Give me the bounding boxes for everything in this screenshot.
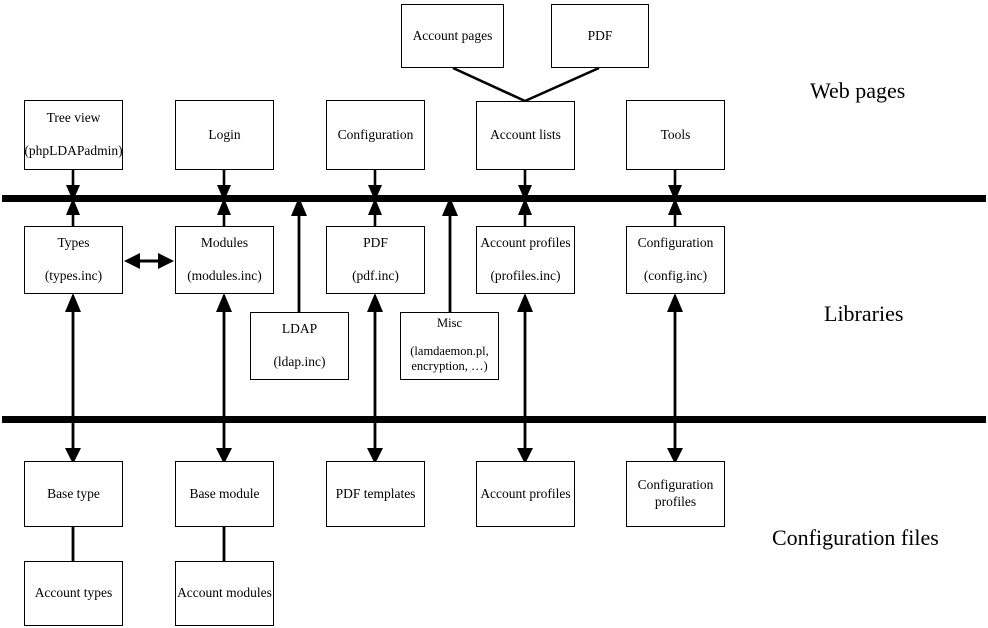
node-tree-view-sublabel: (phpLDAPadmin)	[24, 143, 123, 158]
node-account-profiles-lib-label: Account profiles	[480, 235, 571, 251]
connector-bar2-down-base-type	[65, 418, 81, 464]
node-configuration-profiles-sublabel: profiles	[654, 494, 697, 509]
connector-pdf-lib-up	[368, 198, 382, 226]
node-account-profiles-files-label: Account profiles	[480, 485, 571, 501]
connector-bar2-down-configuration-profiles	[667, 418, 683, 464]
node-ldap-lib[interactable]: LDAP (ldap.inc)	[250, 312, 349, 380]
connector-account-pages-to-account-lists	[452, 66, 526, 103]
bar-libraries-config	[2, 416, 986, 423]
node-types-lib-sublabel: (types.inc)	[44, 268, 103, 283]
node-pdf-lib-sublabel: (pdf.inc)	[352, 268, 399, 283]
node-tools[interactable]: Tools	[626, 100, 725, 170]
node-account-profiles-files[interactable]: Account profiles	[476, 461, 575, 527]
node-modules-lib-label: Modules	[200, 235, 249, 251]
node-types-lib-label: Types	[57, 235, 90, 251]
connector-misc-up	[442, 197, 458, 312]
connector-bar2-up-configuration-lib	[667, 293, 683, 420]
node-misc-lib[interactable]: Misc (lamdaemon.pl, encryption, …)	[400, 312, 499, 380]
connector-types-up	[66, 198, 80, 226]
connector-bar2-up-types	[65, 293, 81, 420]
connector-bar2-up-pdf-lib	[367, 293, 383, 420]
node-types-lib[interactable]: Types (types.inc)	[24, 226, 123, 294]
node-pdf-lib-label: PDF	[363, 235, 388, 251]
node-account-types[interactable]: Account types	[24, 561, 123, 626]
node-tree-view-label: Tree view	[46, 110, 101, 126]
node-account-pages[interactable]: Account pages	[401, 4, 504, 68]
connector-tree-view-down	[66, 170, 80, 201]
node-configuration-lib[interactable]: Configuration (config.inc)	[626, 226, 725, 294]
node-base-module[interactable]: Base module	[175, 461, 274, 527]
node-configuration-lib-sublabel: (config.inc)	[643, 268, 708, 283]
node-account-pages-label: Account pages	[412, 27, 493, 43]
bar-web-libraries	[2, 195, 986, 202]
node-base-module-label: Base module	[189, 485, 260, 501]
node-base-type-label: Base type	[47, 485, 100, 501]
node-tools-label: Tools	[660, 126, 691, 142]
connector-bar2-up-modules	[216, 293, 232, 420]
node-account-lists-label: Account lists	[490, 127, 561, 143]
node-pdf-templates[interactable]: PDF templates	[326, 461, 425, 527]
node-account-profiles-lib-sublabel: (profiles.inc)	[490, 268, 561, 283]
connector-configuration-down	[368, 170, 382, 201]
node-login-label: Login	[208, 126, 241, 142]
section-label-configuration-files: Configuration files	[772, 525, 939, 550]
node-modules-lib-sublabel: (modules.inc)	[187, 268, 262, 283]
node-tree-view[interactable]: Tree view (phpLDAPadmin)	[24, 100, 123, 170]
node-configuration-lib-label: Configuration	[637, 235, 714, 251]
connector-login-down	[217, 170, 231, 201]
section-label-libraries: Libraries	[824, 301, 904, 326]
connector-ldap-up	[291, 197, 307, 312]
section-label-web-pages: Web pages	[810, 78, 906, 103]
node-account-types-label: Account types	[34, 585, 113, 601]
node-misc-lib-sublabel-1: (lamdaemon.pl,	[410, 343, 489, 358]
connector-account-lists-down	[518, 170, 532, 201]
connector-modules-up	[217, 198, 231, 226]
node-misc-lib-label: Misc	[437, 316, 462, 330]
node-configuration-page[interactable]: Configuration	[326, 100, 425, 170]
node-configuration-profiles[interactable]: Configuration profiles	[626, 461, 725, 527]
node-pdf-page[interactable]: PDF	[551, 4, 649, 68]
node-account-lists[interactable]: Account lists	[476, 101, 575, 170]
connector-pdf-page-to-account-lists	[524, 66, 600, 103]
node-login[interactable]: Login	[175, 100, 274, 170]
node-misc-lib-sublabel-2: encryption, …)	[411, 359, 488, 374]
connector-configuration-lib-up	[668, 198, 682, 226]
node-pdf-templates-label: PDF templates	[335, 485, 416, 501]
node-base-type[interactable]: Base type	[24, 461, 123, 527]
node-pdf-page-label: PDF	[587, 27, 613, 43]
node-account-modules[interactable]: Account modules	[175, 561, 274, 626]
node-modules-lib[interactable]: Modules (modules.inc)	[175, 226, 274, 294]
node-pdf-lib[interactable]: PDF (pdf.inc)	[326, 226, 425, 294]
node-configuration-profiles-label: Configuration	[637, 477, 714, 493]
connector-bar2-down-base-module	[216, 418, 232, 464]
connector-tools-down	[668, 170, 682, 201]
connector-bar2-up-account-profiles	[517, 293, 533, 420]
connector-bar2-down-pdf-templates	[367, 418, 383, 464]
node-account-profiles-lib[interactable]: Account profiles (profiles.inc)	[476, 226, 575, 294]
node-ldap-lib-sublabel: (ldap.inc)	[273, 354, 326, 369]
node-configuration-page-label: Configuration	[337, 126, 414, 142]
connector-types-modules-bidirectional	[124, 253, 174, 269]
connector-account-profiles-up	[518, 198, 532, 226]
node-ldap-lib-label: LDAP	[281, 321, 318, 337]
node-account-modules-label: Account modules	[177, 585, 272, 601]
connector-bar2-down-account-profiles-files	[517, 418, 533, 464]
